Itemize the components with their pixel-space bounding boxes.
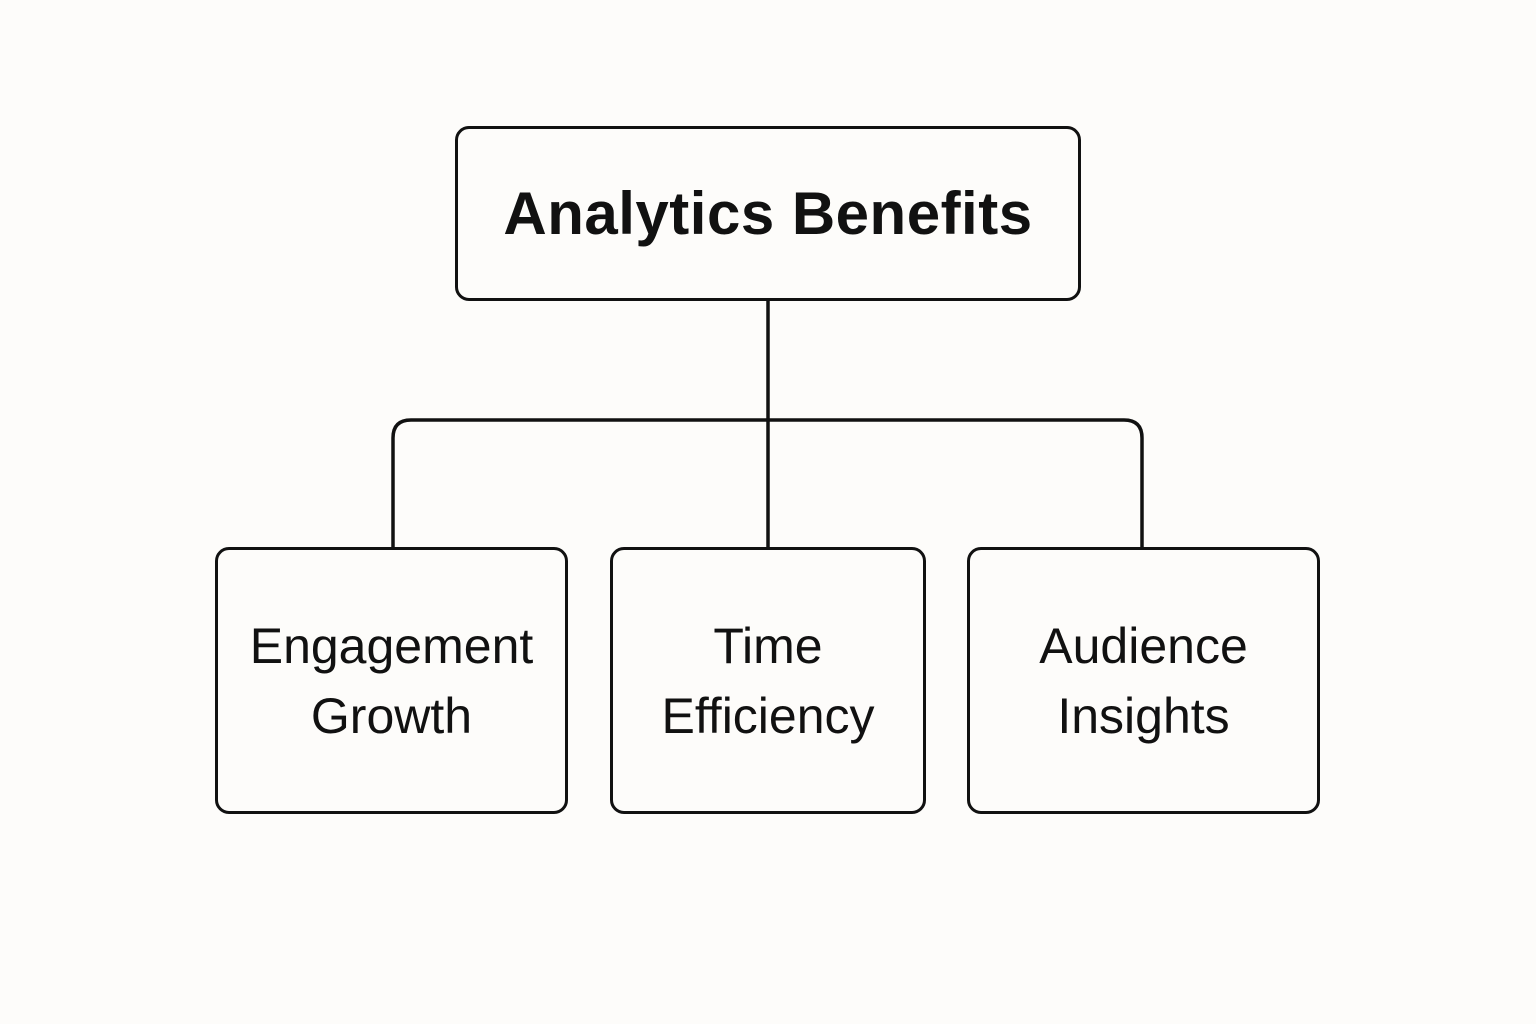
- child-node-time-efficiency: Time Efficiency: [610, 547, 926, 814]
- child-node-label-line-2: Efficiency: [661, 687, 875, 744]
- root-node: Analytics Benefits: [455, 126, 1081, 301]
- child-node-engagement-growth: Engagement Growth: [215, 547, 568, 814]
- child-node-label-line-1: Audience: [1039, 617, 1248, 674]
- child-node-label: Time Efficiency: [661, 611, 874, 751]
- child-node-label-line-1: Engagement: [249, 617, 534, 674]
- root-node-label: Analytics Benefits: [503, 180, 1033, 247]
- child-node-label: Engagement Growth: [250, 611, 534, 751]
- child-node-audience-insights: Audience Insights: [967, 547, 1320, 814]
- child-node-label-line-2: Growth: [310, 687, 473, 744]
- child-node-label: Audience Insights: [1039, 611, 1248, 751]
- child-node-label-line-1: Time: [713, 617, 823, 674]
- child-node-label-line-2: Insights: [1057, 687, 1230, 744]
